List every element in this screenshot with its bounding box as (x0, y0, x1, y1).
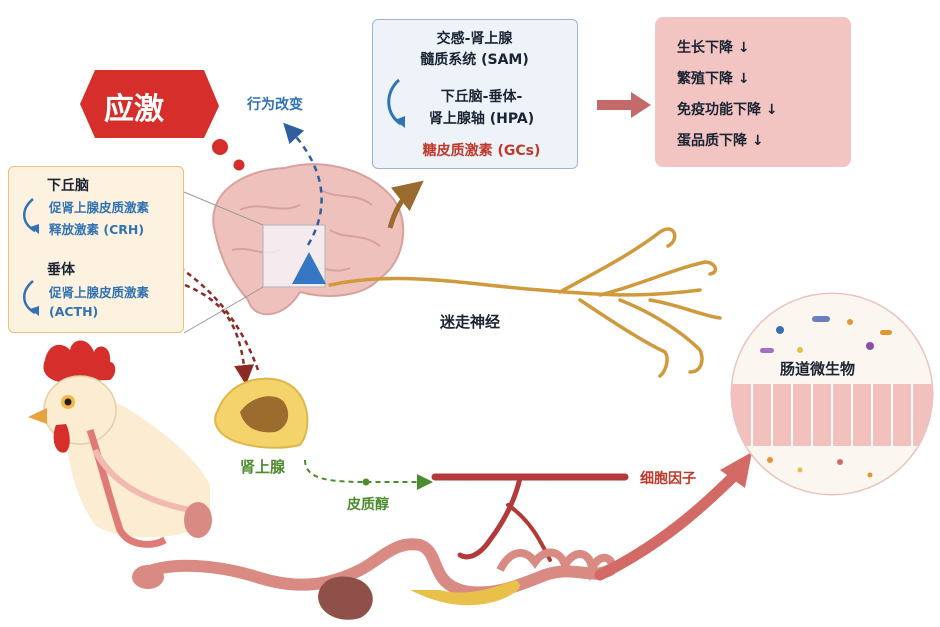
zoom-guide-line (183, 191, 264, 226)
cytokine-signal (431, 473, 629, 562)
intestine-illustration (132, 538, 617, 620)
adrenal-gland-label: 肾上腺 (240, 458, 286, 476)
brain-to-axes-arrow (387, 180, 424, 229)
crh-label-line2: 释放激素 (CRH) (49, 222, 145, 237)
sam-title-line1: 交感-肾上腺 (436, 31, 513, 47)
gcs-label: 糖皮质激素 (GCs) (422, 143, 541, 159)
hpa-title-line1: 下丘脑-垂体- (440, 89, 523, 105)
outcome-item: 生长下降 ↓ (677, 40, 750, 56)
brain-illustration (212, 163, 405, 316)
stress-axes-box: 交感-肾上腺 髓质系统 (SAM) 下丘脑-垂体- 肾上腺轴 (HPA) 糖皮质… (372, 19, 578, 169)
cortisol-label: 皮质醇 (347, 497, 389, 513)
chicken-illustration (28, 340, 212, 548)
hypothalamus-label: 下丘脑 (47, 178, 89, 194)
gut-microbiota-label: 肠道微生物 (778, 358, 858, 379)
curved-arrow-icon (23, 198, 39, 234)
vagus-nerve-label: 迷走神经 (440, 313, 501, 331)
cytokines-label: 细胞因子 (640, 471, 696, 487)
vagus-nerve (328, 227, 722, 378)
crh-label-line1: 促肾上腺皮质激素 (49, 200, 150, 215)
behavior-change-label: 行为改变 (247, 97, 303, 113)
hpa-title-line2: 肾上腺轴 (HPA) (428, 111, 535, 127)
stress-badge (80, 70, 219, 138)
acth-label-line2: (ACTH) (49, 304, 99, 319)
cortisol-dot (362, 478, 370, 486)
gut-microbiota-illustration (730, 292, 934, 496)
outcome-item: 蛋品质下降 ↓ (677, 133, 764, 149)
cytokine-to-gut-arrowhead (720, 452, 752, 488)
axes-to-outcomes-arrow (597, 92, 651, 118)
pituitary-label: 垂体 (47, 262, 75, 278)
cytokine-to-gut-arrow (594, 464, 746, 581)
hypothalamus-pituitary-box: 下丘脑 促肾上腺皮质激素 释放激素 (CRH) 垂体 促肾上腺皮质激素 (ACT… (8, 166, 184, 333)
behavior-arrow (283, 122, 323, 246)
stress-label: 应激 (104, 92, 164, 127)
acth-label-line1: 促肾上腺皮质激素 (49, 285, 150, 300)
curved-arrow-icon (387, 78, 405, 128)
stress-dot (233, 159, 245, 171)
pituitary-to-adrenal-arrow (184, 283, 255, 385)
curved-arrow-icon (23, 280, 39, 316)
pituitary-triangle-icon (292, 252, 326, 284)
outcomes-box: 生长下降 ↓ 繁殖下降 ↓ 免疫功能下降 ↓ 蛋品质下降 ↓ (655, 17, 851, 167)
sam-title-line2: 髓质系统 (SAM) (420, 52, 529, 68)
outcome-item: 免疫功能下降 ↓ (677, 102, 778, 118)
outcome-item: 繁殖下降 ↓ (677, 71, 750, 87)
adrenal-gland-illustration (214, 377, 309, 449)
stress-dot (212, 139, 228, 155)
